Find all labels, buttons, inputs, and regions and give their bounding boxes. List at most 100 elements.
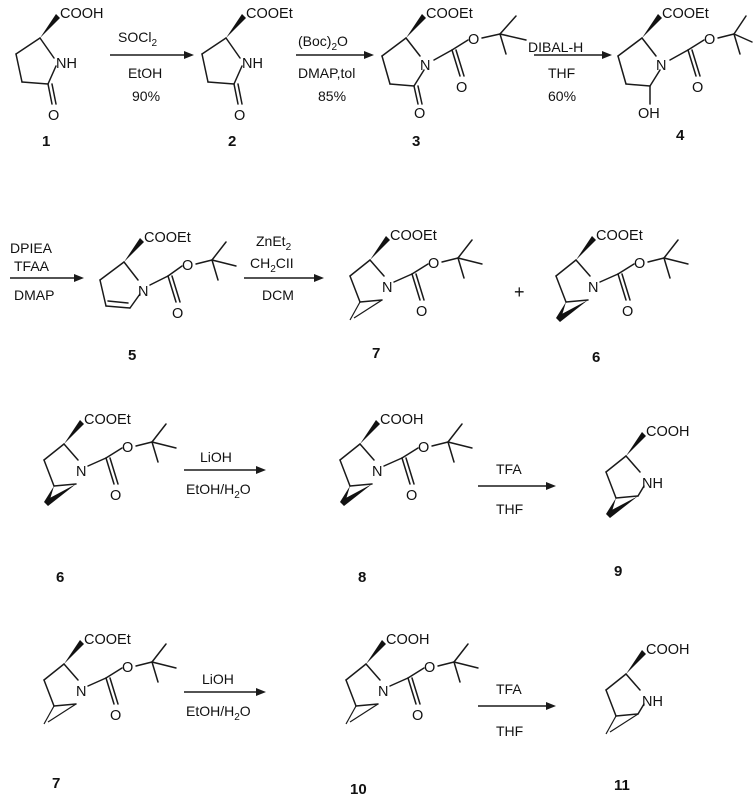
compound-number-7: 7	[372, 345, 380, 362]
compound-number-5: 5	[128, 347, 136, 364]
compound-10: COOH N O O	[345, 632, 479, 725]
carbonyl-o-label-3b: O	[456, 80, 467, 96]
compound-number-1: 1	[42, 133, 50, 150]
ester-o-label-8: O	[418, 440, 429, 456]
cooh-label-11: COOH	[646, 642, 690, 658]
reaction-arrow-2	[296, 51, 374, 59]
reagent-boc2o: (Boc)2O	[298, 33, 348, 53]
reagent-dmap-tol: DMAP,tol	[298, 65, 355, 81]
compound-9: COOH NH	[605, 424, 690, 518]
solvent-thf-2: THF	[496, 723, 523, 739]
reaction-arrow-3	[534, 51, 612, 59]
n-label-6b: N	[76, 464, 86, 480]
compound-8: COOH N O O	[339, 412, 473, 506]
reaction-arrow-9	[478, 702, 556, 710]
ester-o-label-5: O	[182, 258, 193, 274]
carbonyl-o-label-6b: O	[110, 488, 121, 504]
ester-o-label-10: O	[424, 660, 435, 676]
reaction-arrow-5	[244, 274, 324, 282]
n-label-6: N	[588, 280, 598, 296]
cooet-label-6b: COOEt	[84, 412, 131, 428]
compound-3: COOEt N O O O	[381, 6, 527, 122]
ester-o-label-6: O	[634, 256, 645, 272]
compound-number-10: 10	[350, 781, 367, 798]
carbonyl-o-label-10: O	[412, 708, 423, 724]
compound-2: COOEt NH O	[201, 6, 293, 124]
yield-step1: 90%	[132, 88, 160, 104]
n-label-10: N	[378, 684, 388, 700]
reagent-znet2: ZnEt2	[256, 233, 292, 253]
solvent-dcm: DCM	[262, 287, 294, 303]
carbonyl-o-label-2: O	[234, 108, 245, 124]
compound-number-11: 11	[614, 777, 630, 794]
cooh-label-1: COOH	[60, 6, 104, 22]
compound-6-row3: COOEt N O O	[43, 412, 177, 506]
plus-sign: +	[514, 282, 525, 302]
compound-number-6: 6	[592, 349, 600, 366]
nh-label-9: NH	[642, 476, 663, 492]
reaction-arrow-6	[184, 466, 266, 474]
nh-label-2: NH	[242, 56, 263, 72]
n-label-7: N	[382, 280, 392, 296]
reagent-tfa-1: TFA	[496, 461, 522, 477]
compound-6: COOEt N O O	[555, 228, 689, 322]
solvent-etoh-h2o-1: EtOH/H2O	[186, 481, 251, 501]
compound-number-2: 2	[228, 133, 236, 150]
compound-number-9: 9	[614, 563, 622, 580]
compound-7: COOEt N O O	[349, 228, 483, 321]
cooh-label-8: COOH	[380, 412, 424, 428]
reagent-dmap-step4: DMAP	[14, 287, 54, 303]
ester-o-label-7b: O	[122, 660, 133, 676]
compound-number-4: 4	[676, 127, 685, 144]
nh-label-11: NH	[642, 694, 663, 710]
ester-o-label-7: O	[428, 256, 439, 272]
cooet-label-2: COOEt	[246, 6, 293, 22]
solvent-etoh-h2o-2: EtOH/H2O	[186, 703, 251, 723]
reaction-arrow-4	[10, 274, 84, 282]
ester-o-label-6b: O	[122, 440, 133, 456]
cooet-label-7b: COOEt	[84, 632, 131, 648]
carbonyl-o-label-6: O	[622, 304, 633, 320]
reagent-tfaa: TFAA	[14, 258, 50, 274]
reaction-arrow-7	[478, 482, 556, 490]
carbonyl-o-label-4: O	[692, 80, 703, 96]
yield-step2: 85%	[318, 88, 346, 104]
cooet-label-3: COOEt	[426, 6, 473, 22]
reagent-dpiea: DPIEA	[10, 240, 53, 256]
reagent-lioh-2: LiOH	[202, 671, 234, 687]
solvent-etoh: EtOH	[128, 65, 162, 81]
carbonyl-o-label-1: O	[48, 108, 59, 124]
carbonyl-o-label-8: O	[406, 488, 417, 504]
compound-4: COOEt N OH O O	[617, 6, 753, 122]
cooet-label-5: COOEt	[144, 230, 191, 246]
carbonyl-o-label-7: O	[416, 304, 427, 320]
yield-step3: 60%	[548, 88, 576, 104]
compound-11: COOH NH	[605, 642, 690, 735]
carbonyl-o-label-7b: O	[110, 708, 121, 724]
n-label-8: N	[372, 464, 382, 480]
compound-1: COOH NH O	[15, 6, 104, 124]
compound-5: COOEt N O O	[99, 230, 237, 322]
carbonyl-o-label-3a: O	[414, 106, 425, 122]
cooh-label-9: COOH	[646, 424, 690, 440]
reaction-arrow-8	[184, 688, 266, 696]
reagent-tfa-2: TFA	[496, 681, 522, 697]
cooh-label-10: COOH	[386, 632, 430, 648]
compound-number-7b: 7	[52, 775, 60, 792]
compound-number-3: 3	[412, 133, 420, 150]
reagent-socl2: SOCl2	[118, 29, 157, 49]
ester-o-label-3: O	[468, 32, 479, 48]
hydroxyl-label-4: OH	[638, 106, 660, 122]
reagent-dibal-h: DIBAL-H	[528, 39, 583, 55]
compound-number-8: 8	[358, 569, 366, 586]
nh-label-1: NH	[56, 56, 77, 72]
compound-7-row4: COOEt N O O	[43, 632, 177, 725]
n-label-4: N	[656, 58, 666, 74]
n-label-7b: N	[76, 684, 86, 700]
ester-o-label-4: O	[704, 32, 715, 48]
reagent-ch2cli: CH2CII	[250, 255, 294, 275]
carbonyl-o-label-5: O	[172, 306, 183, 322]
solvent-thf-step3: THF	[548, 65, 575, 81]
cooet-label-6: COOEt	[596, 228, 643, 244]
